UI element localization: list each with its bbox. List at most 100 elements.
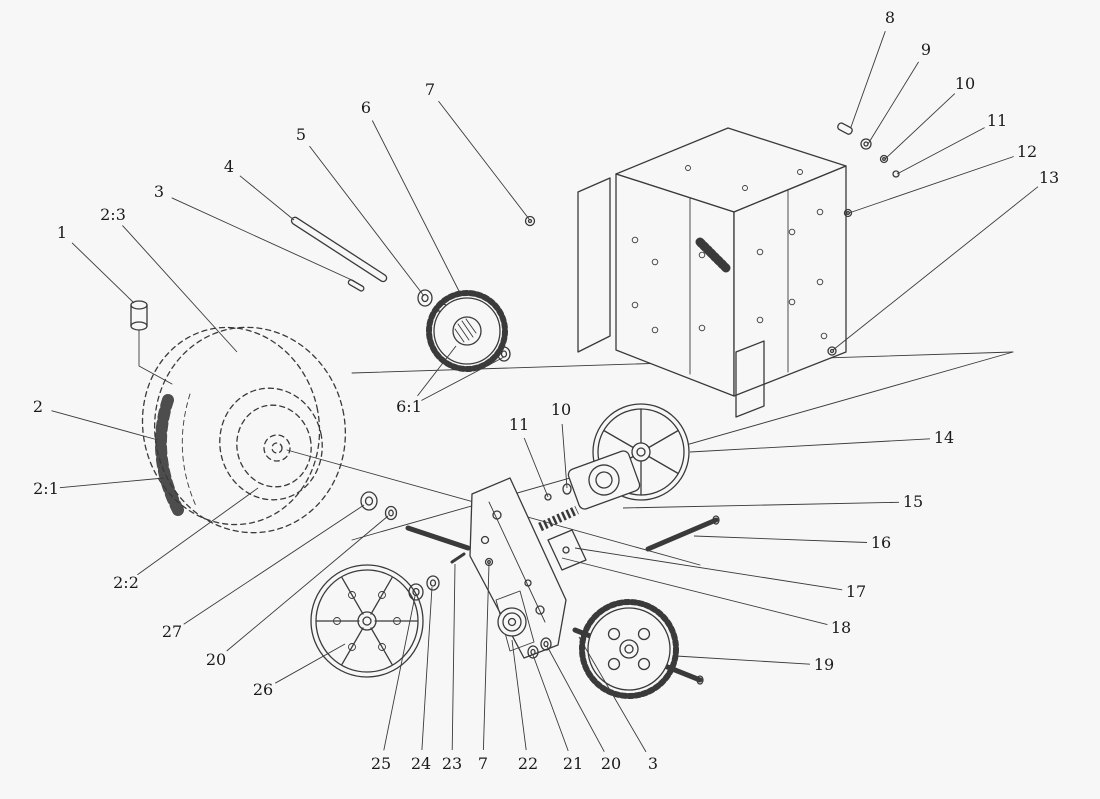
callout-leader-line [226,515,389,652]
bearing-bracket-15 [567,450,641,510]
callout-leader-line [884,93,956,160]
pulley-22 [495,590,535,652]
tire-tread [154,394,184,516]
bolt-7-top [524,215,536,227]
callout-label: 14 [934,428,954,447]
callout-leader-line [451,563,456,751]
callout-label: 22 [518,754,538,773]
washer-21 [527,645,539,659]
callout-leader-line [622,501,900,509]
callout-label: 19 [814,655,834,674]
callout-label: 20 [601,754,621,773]
callout-label: 17 [846,582,866,601]
washer-25 [408,583,424,601]
callout-label: 27 [162,622,182,641]
idler-rod-16 [645,515,720,552]
housing-holes [631,165,828,340]
tire-tread-line [181,393,197,507]
callout-leader-line [417,345,457,397]
callout-label: 2:1 [33,479,59,498]
callout-leader-line [561,423,568,489]
callout-leader-line [511,639,527,751]
tire-assembly [141,326,347,534]
callout-leader-line [578,636,647,753]
spring-on-housing [695,237,731,273]
callout-leader-line [693,535,868,543]
callout-leader-line [689,438,931,453]
drive-gear-19 [572,599,704,699]
callout-leader-line [896,127,985,175]
callout-label: 11 [509,415,529,434]
callout-leader-line [832,186,1039,351]
callout-leader-line [59,477,165,489]
callout-label: 15 [903,492,923,511]
callout-leader-line [523,437,549,498]
fasteners-top-right [827,122,900,356]
callout-leader-line [867,61,919,145]
callout-label: 18 [831,618,851,637]
callout-label: 10 [955,74,975,93]
callout-label: 7 [425,80,435,99]
washer-5 [417,289,433,307]
callout-label: 20 [206,650,226,669]
callout-leader-line [171,197,355,282]
callout-leader-line [421,586,433,751]
wheel-holes [333,591,401,651]
callout-leader-line [183,504,365,625]
callout-leader-line [383,595,416,751]
callout-label: 8 [885,8,895,27]
callout-leader-line [309,145,425,297]
callout-leader-line [274,643,346,684]
callout-label: 6:1 [396,397,422,416]
callout-label: 12 [1017,142,1037,161]
callout-leader-line [574,547,843,591]
callout-label: 16 [871,533,891,552]
bushing-27 [360,491,378,511]
callout-leader-line [482,563,490,751]
callout-label: 2:3 [100,205,126,224]
callout-label: 5 [296,125,306,144]
callout-leader-line [848,156,1014,214]
callout-label: 26 [253,680,273,699]
callout-label: 11 [987,111,1007,130]
callout-leader-line [561,557,828,626]
callout-label: 4 [224,157,234,176]
callout-leader-line [122,225,238,353]
callout-leader-line [51,410,159,441]
washer-20-right [540,637,552,651]
wheel-26 [310,564,424,678]
callout-label: 2 [33,397,43,416]
callout-label: 21 [563,754,583,773]
washer-20-left [384,505,398,521]
callout-leader-line [421,356,505,401]
support-plate [469,477,567,659]
callout-label: 13 [1039,168,1059,187]
sprocket-hub-hatch [454,318,477,343]
callout-label: 24 [411,754,431,773]
frame-housing [577,127,847,418]
callout-leader-line [850,31,886,128]
callout-leader-line [546,645,605,752]
callout-leader-line [675,655,811,665]
callout-label: 25 [371,754,391,773]
spring-17 [538,505,579,532]
washer-24 [426,575,440,591]
callout-leader-line [438,100,530,220]
pin-3 [347,279,365,292]
callout-leader-line [532,654,569,752]
valve-stem-part-1 [130,300,173,385]
callout-label: 3 [648,754,658,773]
callout-label: 23 [442,754,462,773]
callout-label: 3 [154,182,164,201]
callout-leader-line [137,487,259,576]
callout-leader-line [371,120,462,296]
axle-shaft-4 [290,216,388,283]
callout-label: 2:2 [113,573,139,592]
callout-leader-line [71,242,135,304]
bracket-18 [547,529,587,571]
sprocket-6 [426,290,508,372]
callout-leader-line [239,175,295,221]
